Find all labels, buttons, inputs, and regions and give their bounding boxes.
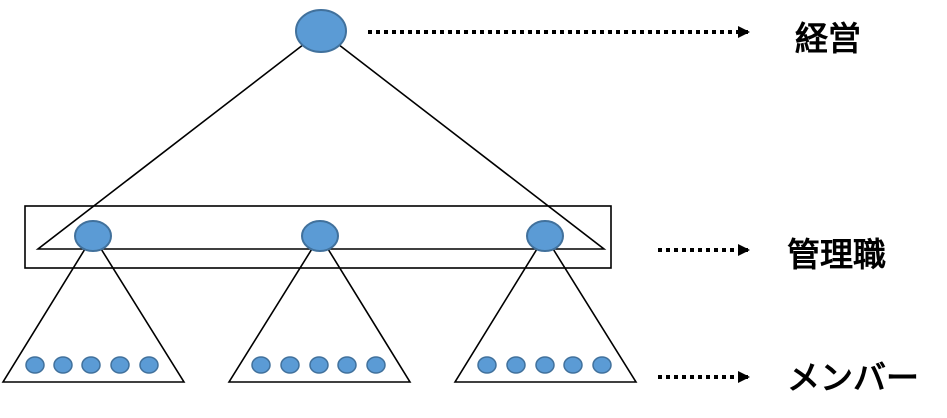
- member-node: [366, 356, 386, 374]
- member-node: [309, 356, 329, 374]
- level-label-top: 経営: [795, 19, 861, 58]
- manager-group-box: [24, 205, 612, 269]
- manager-node-2: [301, 220, 339, 252]
- member-node: [563, 356, 583, 374]
- member-node: [81, 356, 101, 374]
- member-nodes-1: [25, 356, 159, 374]
- member-nodes-2: [251, 356, 386, 374]
- level-label-bottom: メンバー: [787, 358, 919, 397]
- member-node: [139, 356, 159, 374]
- member-node: [25, 356, 45, 374]
- member-node: [477, 356, 497, 374]
- member-node: [110, 356, 130, 374]
- member-triangle-3: [453, 234, 638, 383]
- manager-node-3: [526, 220, 564, 252]
- manager-node-1: [74, 220, 112, 252]
- top-node: [295, 9, 347, 53]
- member-node: [53, 356, 73, 374]
- member-node: [280, 356, 300, 374]
- member-nodes-3: [477, 356, 612, 374]
- member-node: [506, 356, 526, 374]
- member-triangle-1: [1, 234, 186, 383]
- level-label-middle: 管理職: [787, 235, 886, 274]
- top-triangle: [35, 29, 607, 250]
- member-node: [337, 356, 357, 374]
- member-node: [251, 356, 271, 374]
- member-triangle-2: [227, 234, 412, 383]
- member-node: [535, 356, 555, 374]
- member-node: [592, 356, 612, 374]
